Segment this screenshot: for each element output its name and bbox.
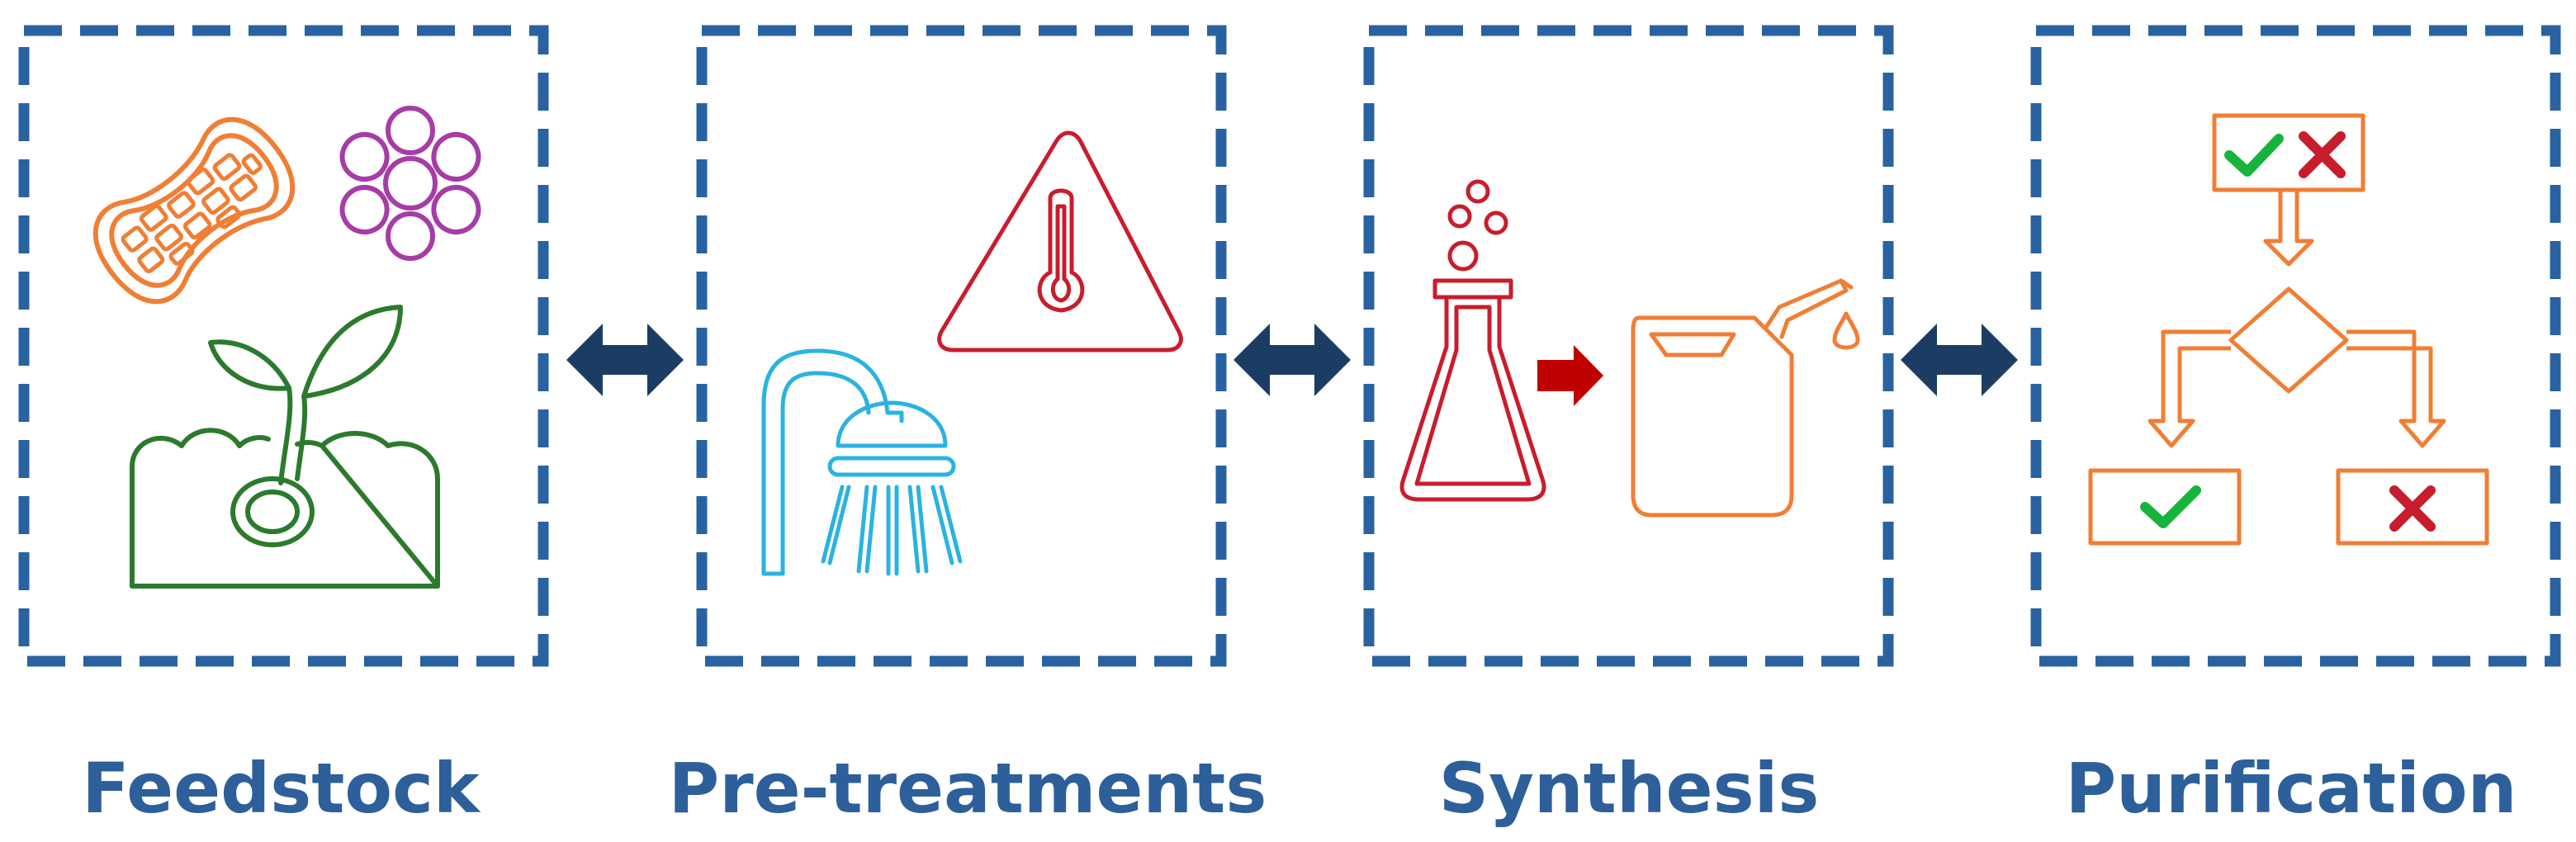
double-arrow-icon — [566, 324, 684, 396]
decision-flowchart-icon — [2088, 113, 2489, 546]
fuel-canister-icon — [1631, 278, 1860, 518]
thermometer-warning-icon — [937, 130, 1183, 352]
check-icon — [2224, 134, 2284, 177]
flower-icon — [339, 106, 481, 261]
stage-label-feedstock: Feedstock — [82, 748, 481, 829]
cross-icon — [2389, 485, 2436, 532]
stage-label-purification: Purification — [2066, 748, 2517, 829]
seedling-icon — [130, 305, 440, 589]
flask-icon — [1399, 179, 1546, 502]
peanut-icon — [92, 116, 296, 305]
synthesis-box — [1363, 25, 1894, 667]
cross-icon — [2299, 131, 2346, 178]
double-arrow-icon — [1234, 324, 1351, 396]
feedstock-box — [18, 25, 549, 667]
check-icon — [2140, 485, 2201, 528]
shower-icon — [761, 348, 963, 576]
stage-label-synthesis: Synthesis — [1439, 748, 1820, 829]
pretreatments-box — [696, 25, 1227, 667]
process-arrow-icon — [1537, 345, 1603, 406]
double-arrow-icon — [1901, 324, 2018, 396]
stage-label-pretreatments: Pre-treatments — [669, 748, 1267, 829]
purification-box — [2030, 25, 2561, 667]
